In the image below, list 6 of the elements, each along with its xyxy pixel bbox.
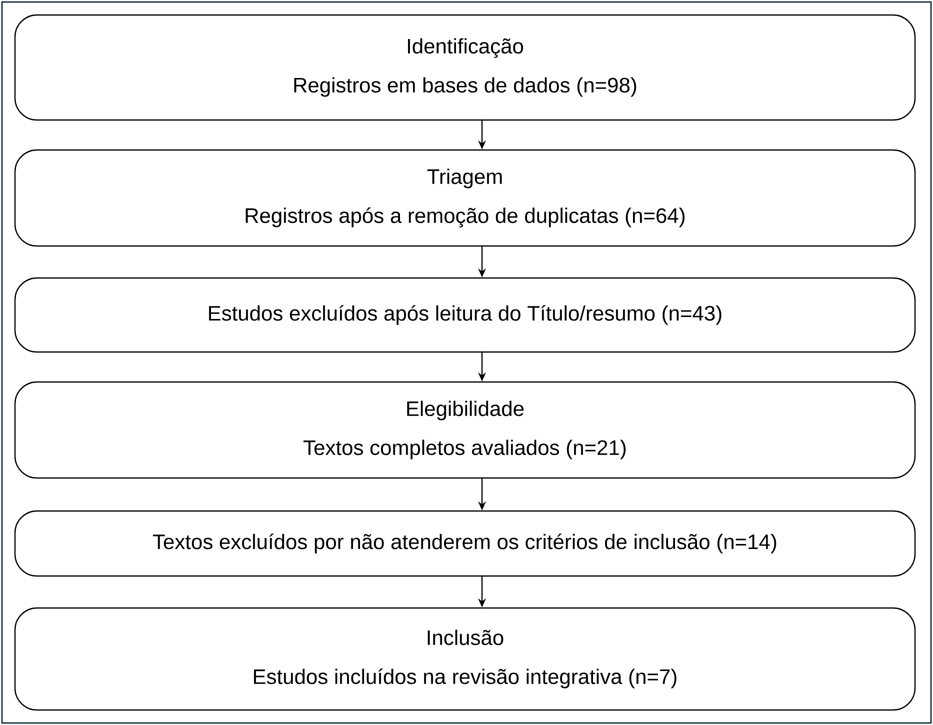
process-box: Identificação Registros em bases de dados (n=98) xyxy=(14,14,916,121)
process-box: Elegibilidade Textos completos avaliados (n=21) xyxy=(14,381,916,479)
process-box: Textos excluídos por não atenderem os critérios de inclusão (n=14) xyxy=(14,510,916,577)
process-box: Estudos excluídos após leitura do Título/resumo (n=43) xyxy=(14,277,916,353)
process-box: Triagem Registros após a remoção de duplicatas (n=64) xyxy=(14,149,916,247)
process-box: Inclusão Estudos incluídos na revisão integrativa (n=7) xyxy=(14,607,916,711)
